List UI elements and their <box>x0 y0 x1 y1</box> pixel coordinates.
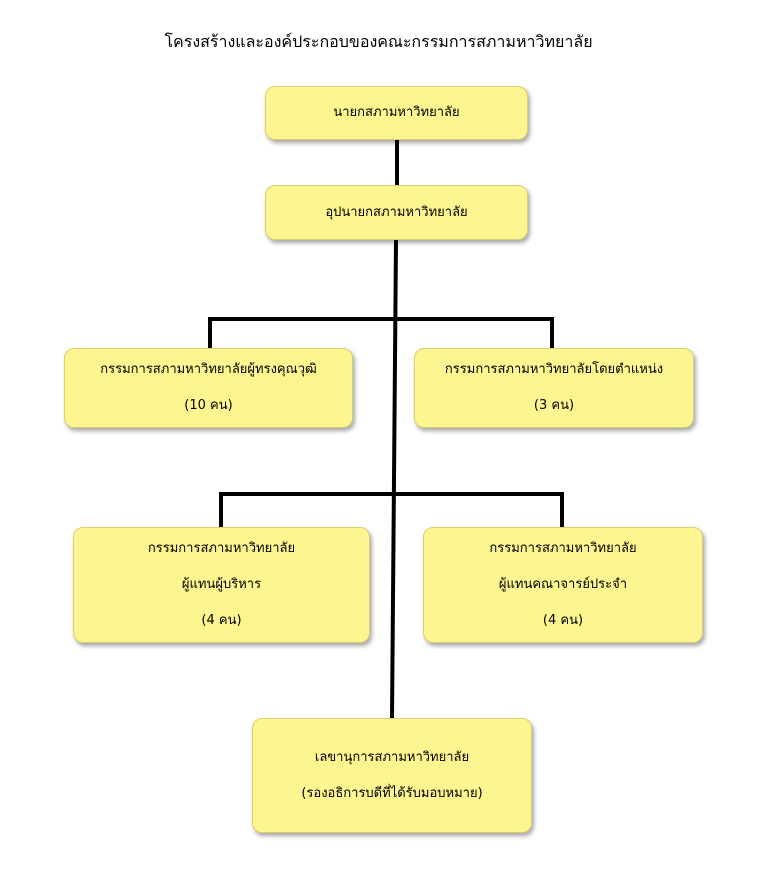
node-university-council-president: นายกสภามหาวิทยาลัย <box>265 86 528 140</box>
diagram-title: โครงสร้างและองค์ประกอบของคณะกรรมการสภามห… <box>164 32 593 51</box>
node-label: กรรมการสภามหาวิทยาลัยโดยตำแหน่ง <box>444 362 664 377</box>
node-label: กรรมการสภามหาวิทยาลัย <box>147 541 296 556</box>
node-council-secretary: เลขานุการสภามหาวิทยาลัย (รองอธิการบดีที่… <box>252 718 532 833</box>
node-university-council-vice-president: อุปนายกสภามหาวิทยาลัย <box>265 185 528 240</box>
node-label: อุปนายกสภามหาวิทยาลัย <box>325 204 468 220</box>
node-sublabel: (รองอธิการบดีที่ได้รับมอบหมาย) <box>301 785 483 801</box>
connector-branch-row2 <box>219 492 564 529</box>
node-faculty-representatives: กรรมการสภามหาวิทยาลัย ผู้แทนคณาจารย์ประจ… <box>423 527 703 643</box>
node-count: (10 คน) <box>184 398 233 413</box>
node-label: เลขานุการสภามหาวิทยาลัย <box>314 749 470 765</box>
node-administrator-representatives: กรรมการสภามหาวิทยาลัย ผู้แทนผู้บริหาร (4… <box>73 527 370 643</box>
node-count: (3 คน) <box>533 398 575 413</box>
node-label: นายกสภามหาวิทยาลัย <box>333 105 460 120</box>
node-label: กรรมการสภามหาวิทยาลัยผู้ทรงคุณวุฒิ <box>100 362 317 377</box>
node-qualified-members: กรรมการสภามหาวิทยาลัยผู้ทรงคุณวุฒิ (10 ค… <box>64 348 353 428</box>
node-sublabel: ผู้แทนคณาจารย์ประจำ <box>498 577 628 592</box>
connector-main-trunk <box>389 237 399 721</box>
connector-branch-row1 <box>208 317 554 350</box>
node-ex-officio-members: กรรมการสภามหาวิทยาลัยโดยตำแหน่ง (3 คน) <box>414 348 694 428</box>
node-label: กรรมการสภามหาวิทยาลัย <box>489 541 637 556</box>
node-sublabel: ผู้แทนผู้บริหาร <box>181 577 262 592</box>
node-count: (4 คน) <box>201 613 242 628</box>
node-count: (4 คน) <box>542 613 584 628</box>
